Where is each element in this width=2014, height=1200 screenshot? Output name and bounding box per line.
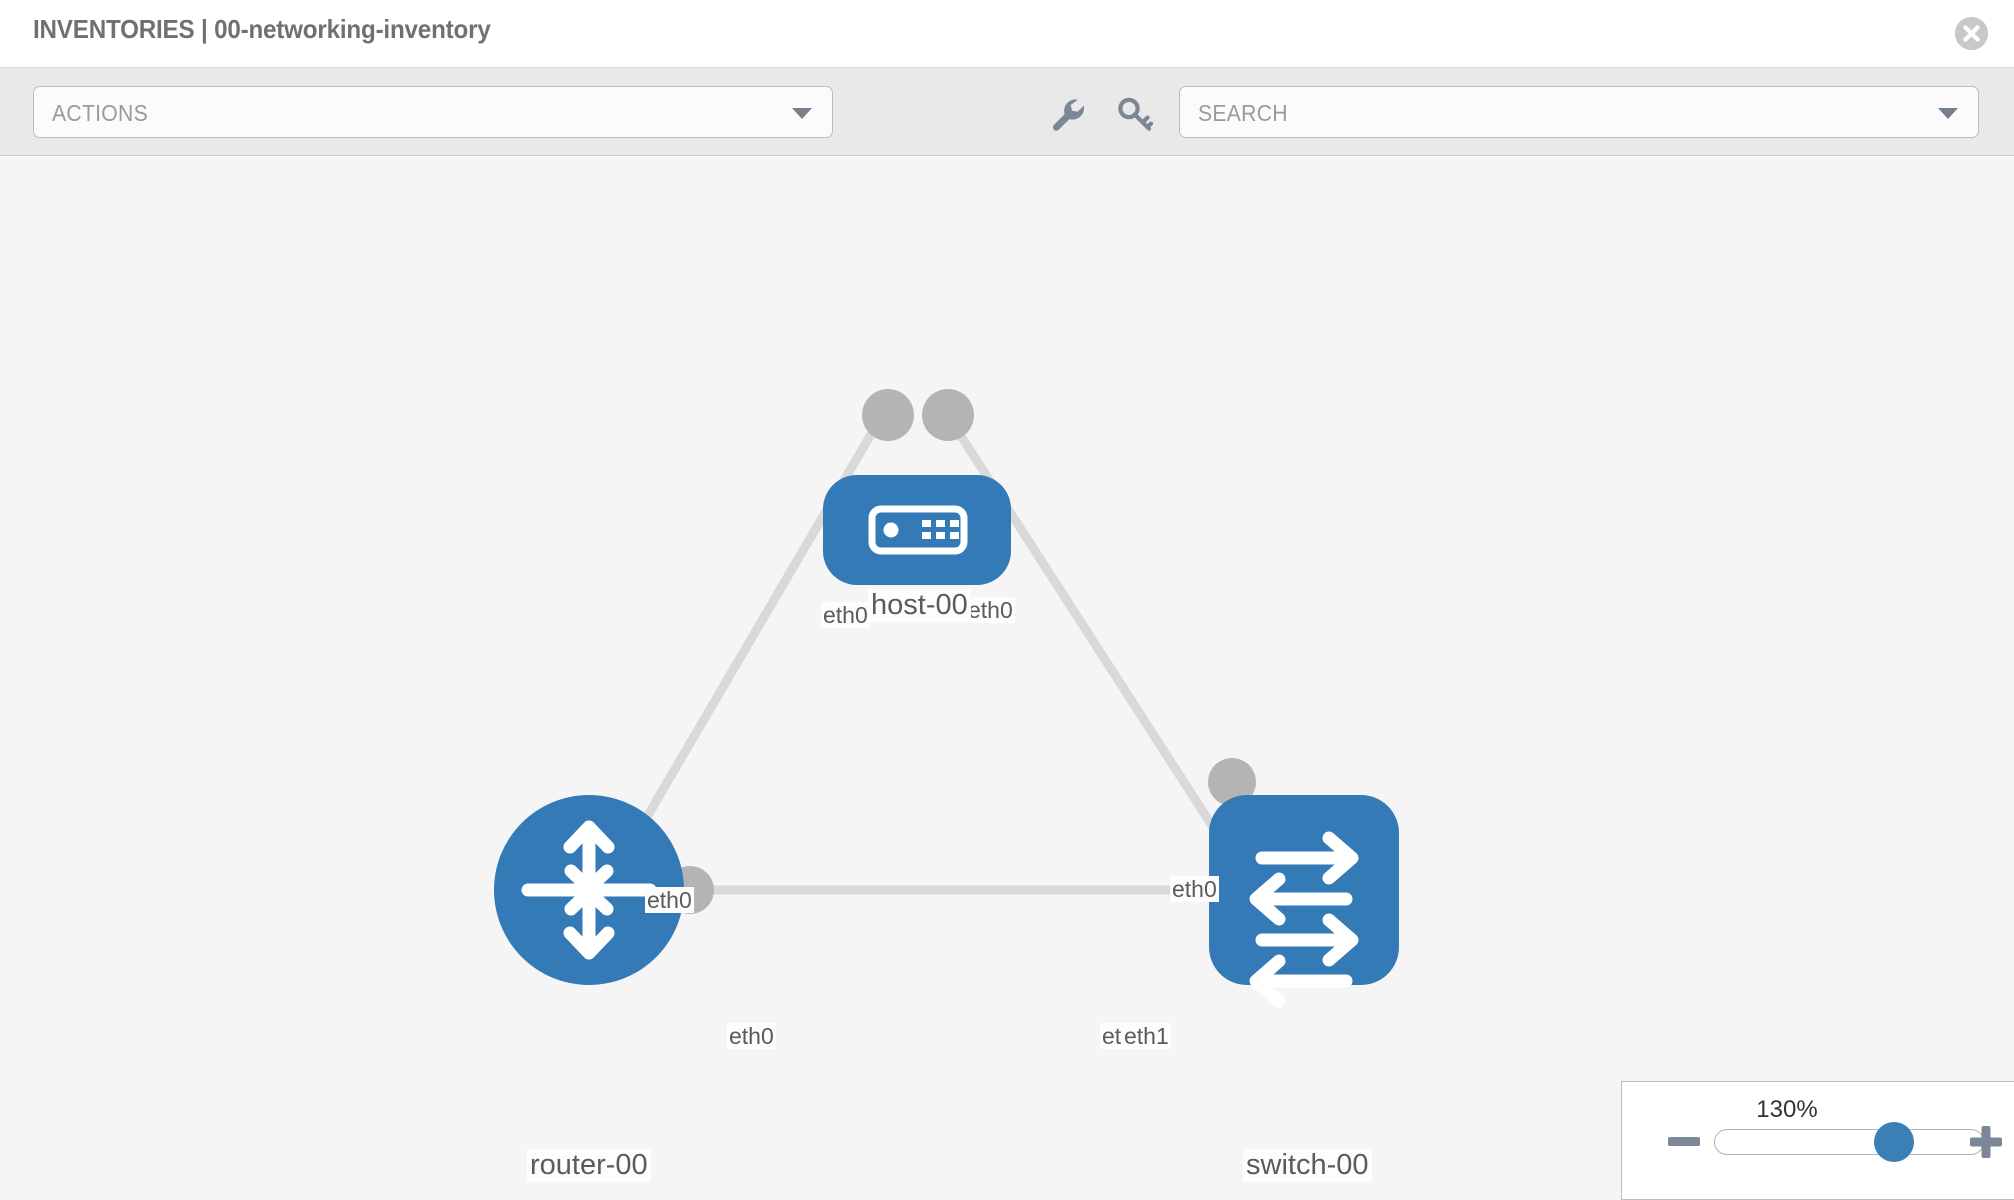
wrench-icon[interactable] — [1048, 94, 1088, 134]
chevron-down-icon — [1938, 108, 1958, 119]
port-host-right — [922, 389, 974, 441]
edge-label-switch-left-b: eth1 — [1122, 1023, 1171, 1050]
node-label-switch-00: switch-00 — [1243, 1149, 1372, 1183]
zoom-slider-track[interactable] — [1714, 1129, 1984, 1155]
topology-graph — [494, 389, 1399, 1008]
toolbar: ACTIONS SEARCH — [0, 68, 2014, 156]
router-four-arrows-icon — [521, 820, 657, 960]
node-label-router-00: router-00 — [527, 1149, 651, 1183]
edge-label-router-up: eth0 — [645, 887, 694, 914]
node-switch-00 — [1209, 795, 1399, 1008]
edge-label-host-left: eth0 — [821, 602, 870, 629]
zoom-in-button[interactable] — [1970, 1126, 2002, 1163]
page-header: INVENTORIES | 00-networking-inventory — [0, 0, 2014, 68]
key-icon[interactable] — [1115, 94, 1155, 134]
zoom-control-panel: 130% — [1621, 1081, 2014, 1200]
actions-dropdown-label: ACTIONS — [52, 100, 148, 126]
port-host-left — [862, 389, 914, 441]
edge-label-host-right: eth0 — [966, 597, 1015, 624]
node-host-00 — [823, 475, 1011, 585]
edge-label-switch-up: eth0 — [1170, 876, 1219, 903]
ports — [666, 389, 1256, 914]
node-label-host-00: host-00 — [868, 589, 971, 623]
switch-bidirectional-arrows-icon — [1249, 831, 1359, 1008]
chevron-down-icon — [792, 108, 812, 119]
close-icon[interactable] — [1955, 17, 1988, 50]
edge-label-router-right: eth0 — [727, 1023, 776, 1050]
zoom-out-button[interactable] — [1668, 1134, 1700, 1153]
actions-dropdown[interactable]: ACTIONS — [33, 86, 833, 138]
zoom-slider-thumb[interactable] — [1874, 1122, 1914, 1162]
port-switch-left-a — [1208, 758, 1256, 806]
server-appliance-icon — [868, 505, 968, 555]
topology-canvas[interactable]: eth0 eth0 host-00 eth0 eth0 eth0 eth eth… — [0, 157, 2014, 1200]
node-router-00 — [494, 795, 684, 985]
page-title: INVENTORIES | 00-networking-inventory — [33, 14, 491, 44]
search-input[interactable]: SEARCH — [1179, 86, 1979, 138]
zoom-level-value: 130% — [1756, 1096, 1818, 1123]
search-placeholder: SEARCH — [1198, 100, 1288, 126]
